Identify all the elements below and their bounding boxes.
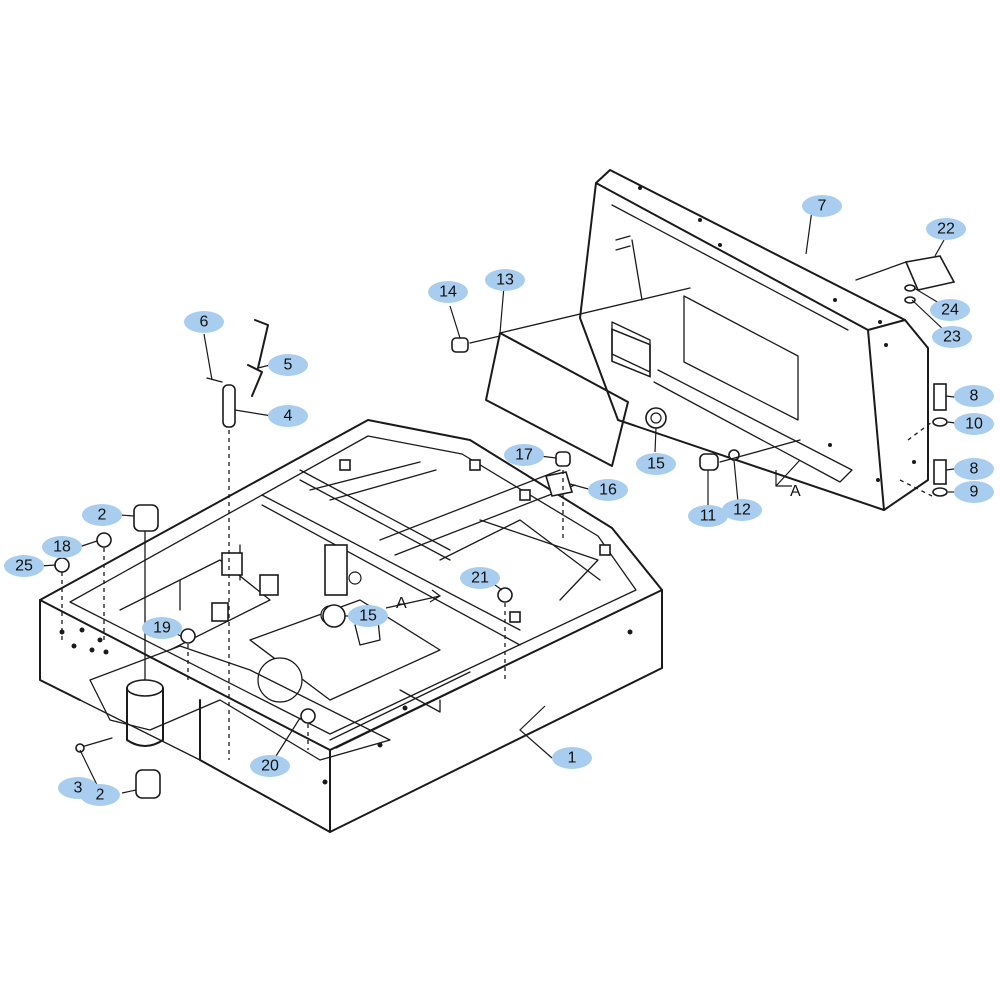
callout-number: 2 [98,507,107,524]
callout-17: 17 [504,444,544,466]
callout-bubble [930,299,970,321]
callout-number: 10 [965,416,983,433]
callout-12: 12 [722,499,762,521]
callout-number: 22 [937,221,955,238]
callout-bubble [268,405,308,427]
callout-number: 15 [647,456,665,473]
callout-bubble [954,458,994,480]
lock-pin-assembly [206,319,269,760]
callout-bubble [688,505,728,527]
callout-bubble [926,218,966,240]
callout-bubble [802,195,842,217]
callout-number: 19 [153,620,171,637]
callout-bubble [184,311,224,333]
leader-lines [39,209,963,794]
callout-8-b: 8 [954,458,994,480]
callout-1: 1 [552,747,592,769]
callout-number: 12 [733,502,751,519]
callout-bubble [485,269,525,291]
callout-25: 25 [4,555,44,577]
section-label-a-base: A [396,595,407,612]
callout-bubble [428,281,468,303]
callout-bubble [82,504,122,526]
callout-14: 14 [428,281,468,303]
callout-number: 9 [970,484,979,501]
callout-number: 21 [471,570,489,587]
section-markers: A A [385,459,801,612]
callout-bubble [58,777,98,799]
callout-number: 24 [941,302,959,319]
callout-9: 9 [954,481,994,503]
callout-bubble [588,479,628,501]
callout-number: 15 [359,608,377,625]
callout-16: 16 [588,479,628,501]
callout-bubble [722,499,762,521]
callout-number: 23 [943,329,961,346]
callout-number: 20 [261,758,279,775]
panel-assembly [579,169,929,511]
callout-number: 3 [74,780,83,797]
callout-24: 24 [930,299,970,321]
callout-number: 14 [439,284,457,301]
callout-10: 10 [954,413,994,435]
callout-number: 18 [53,539,71,556]
pivot-assembly [54,504,513,799]
callout-3: 3 [58,777,98,799]
callout-number: 8 [970,388,979,405]
callout-number: 8 [970,461,979,478]
callout-13: 13 [485,269,525,291]
hardware-bolts [899,383,948,497]
callout-number: 2 [96,787,105,804]
callout-bubble [460,567,500,589]
callout-18: 18 [42,536,82,558]
callout-number: 16 [599,482,617,499]
callout-2: 2 [82,504,122,526]
callout-11: 11 [688,505,728,527]
callout-15: 15 [636,453,676,475]
callout-bubble [954,481,994,503]
callout-21: 21 [460,567,500,589]
hardware-small-parts [322,407,801,628]
callout-number: 13 [496,272,514,289]
callout-5: 5 [268,354,308,376]
cover-plate [451,287,691,467]
callout-8: 8 [954,385,994,407]
callout-bubble [636,453,676,475]
callout-bubble [250,755,290,777]
base-frame [39,419,663,833]
callout-bubble [932,326,972,348]
callout-bubble [348,605,388,627]
callout-number: 6 [200,314,209,331]
callout-number: 1 [568,750,577,767]
callout-bubble [4,555,44,577]
callout-bubble [954,413,994,435]
callout-bubble [552,747,592,769]
callout-number: 4 [284,408,293,425]
callout-23: 23 [932,326,972,348]
callout-4: 4 [268,405,308,427]
callout-number: 11 [700,508,717,525]
callout-bubble [504,444,544,466]
callout-bubble [42,536,82,558]
callout-bubble [268,354,308,376]
callout-bubble [954,385,994,407]
callout-20: 20 [250,755,290,777]
callout-22: 22 [926,218,966,240]
section-label-a-panel: A [790,483,801,500]
callout-7: 7 [802,195,842,217]
mount-bracket [855,255,956,304]
callout-number: 25 [15,558,33,575]
callout-15-b: 15 [348,605,388,627]
callout-number: 7 [818,198,827,215]
callout-6: 6 [184,311,224,333]
callout-bubble [142,617,182,639]
callout-number: 17 [515,447,533,464]
callout-number: 5 [284,357,293,374]
callout-19: 19 [142,617,182,639]
